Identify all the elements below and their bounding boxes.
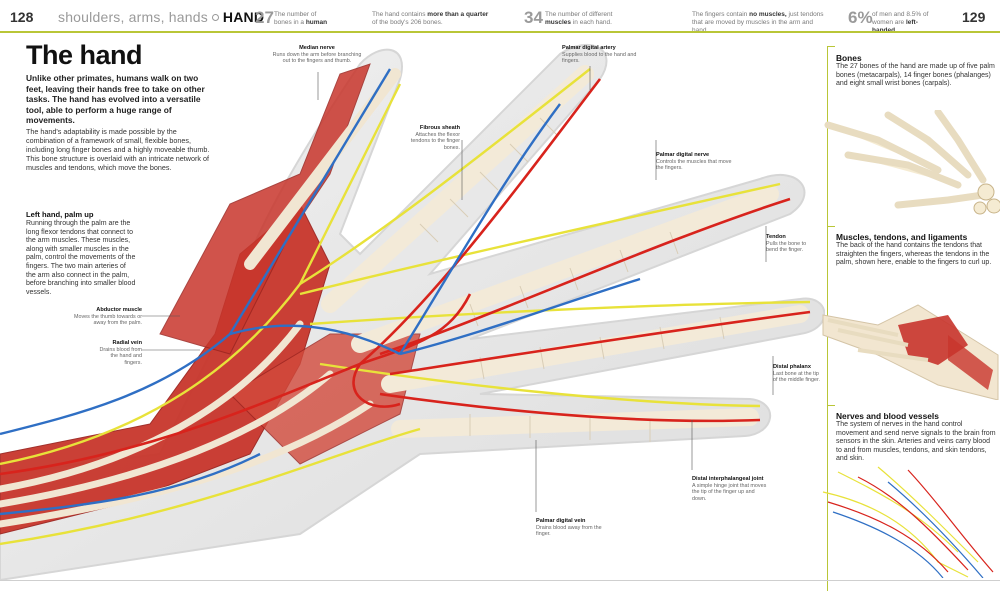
fact-text: The fingers contain no muscles, just ten…	[692, 11, 824, 34]
divider-tick	[827, 405, 835, 406]
hand-bones-illustration	[824, 110, 1000, 215]
sidebar-text-nerves: The system of nerves in the hand control…	[836, 421, 996, 463]
body-paragraph: The hand's adaptability is made possible…	[26, 127, 210, 172]
right-page-number: 129	[962, 9, 986, 25]
section-breadcrumb: shoulders, arms, hands HAND	[58, 9, 264, 25]
sidebar-text-bones: The 27 bones of the hand are made up of …	[836, 63, 995, 88]
palm-muscles	[0, 63, 421, 535]
subsection-text: Running through the palm are the long fl…	[26, 220, 136, 296]
hand-muscles-illustration	[822, 304, 999, 400]
subsection-title: Left hand, palm up	[26, 210, 94, 219]
wrist-tendons	[0, 320, 374, 528]
left-page-number: 128	[10, 9, 34, 25]
finger-tendons	[321, 65, 809, 438]
fact-number: 34	[524, 8, 543, 27]
fact-text: The number of different muscles in each …	[545, 11, 613, 26]
sidebar-title-bones: Bones	[836, 53, 862, 63]
page-title: The hand	[26, 40, 143, 70]
veins	[0, 68, 641, 516]
chapter-name: HAND	[222, 9, 265, 25]
bullet-dot-icon	[211, 14, 219, 22]
hand-nerves-illustration	[822, 466, 994, 578]
bottom-rule	[0, 580, 1000, 581]
header-rule	[0, 31, 1000, 33]
section-name: shoulders, arms, hands	[58, 9, 208, 25]
divider-tick	[827, 46, 835, 47]
arteries	[0, 78, 811, 476]
divider-tick	[827, 226, 835, 227]
leader-lines	[142, 66, 774, 512]
hand-illustration	[0, 44, 825, 580]
fact-number: 6%	[848, 8, 873, 27]
intro-paragraph: Unlike other primates, humans walk on tw…	[26, 73, 205, 126]
nerves	[0, 68, 811, 546]
sidebar-text-muscles: The back of the hand contains the tendon…	[836, 242, 992, 267]
fact-text: The hand contains more than a quarter of…	[372, 11, 489, 26]
sidebar-title-nerves: Nerves and blood vessels	[836, 411, 939, 421]
fact-number: 27	[255, 8, 274, 27]
thumb-tendon	[244, 68, 401, 270]
sidebar-title-muscles: Muscles, tendons, and ligaments	[836, 232, 968, 242]
page-header: 128 shoulders, arms, hands HAND 27 The nu…	[0, 0, 1000, 34]
